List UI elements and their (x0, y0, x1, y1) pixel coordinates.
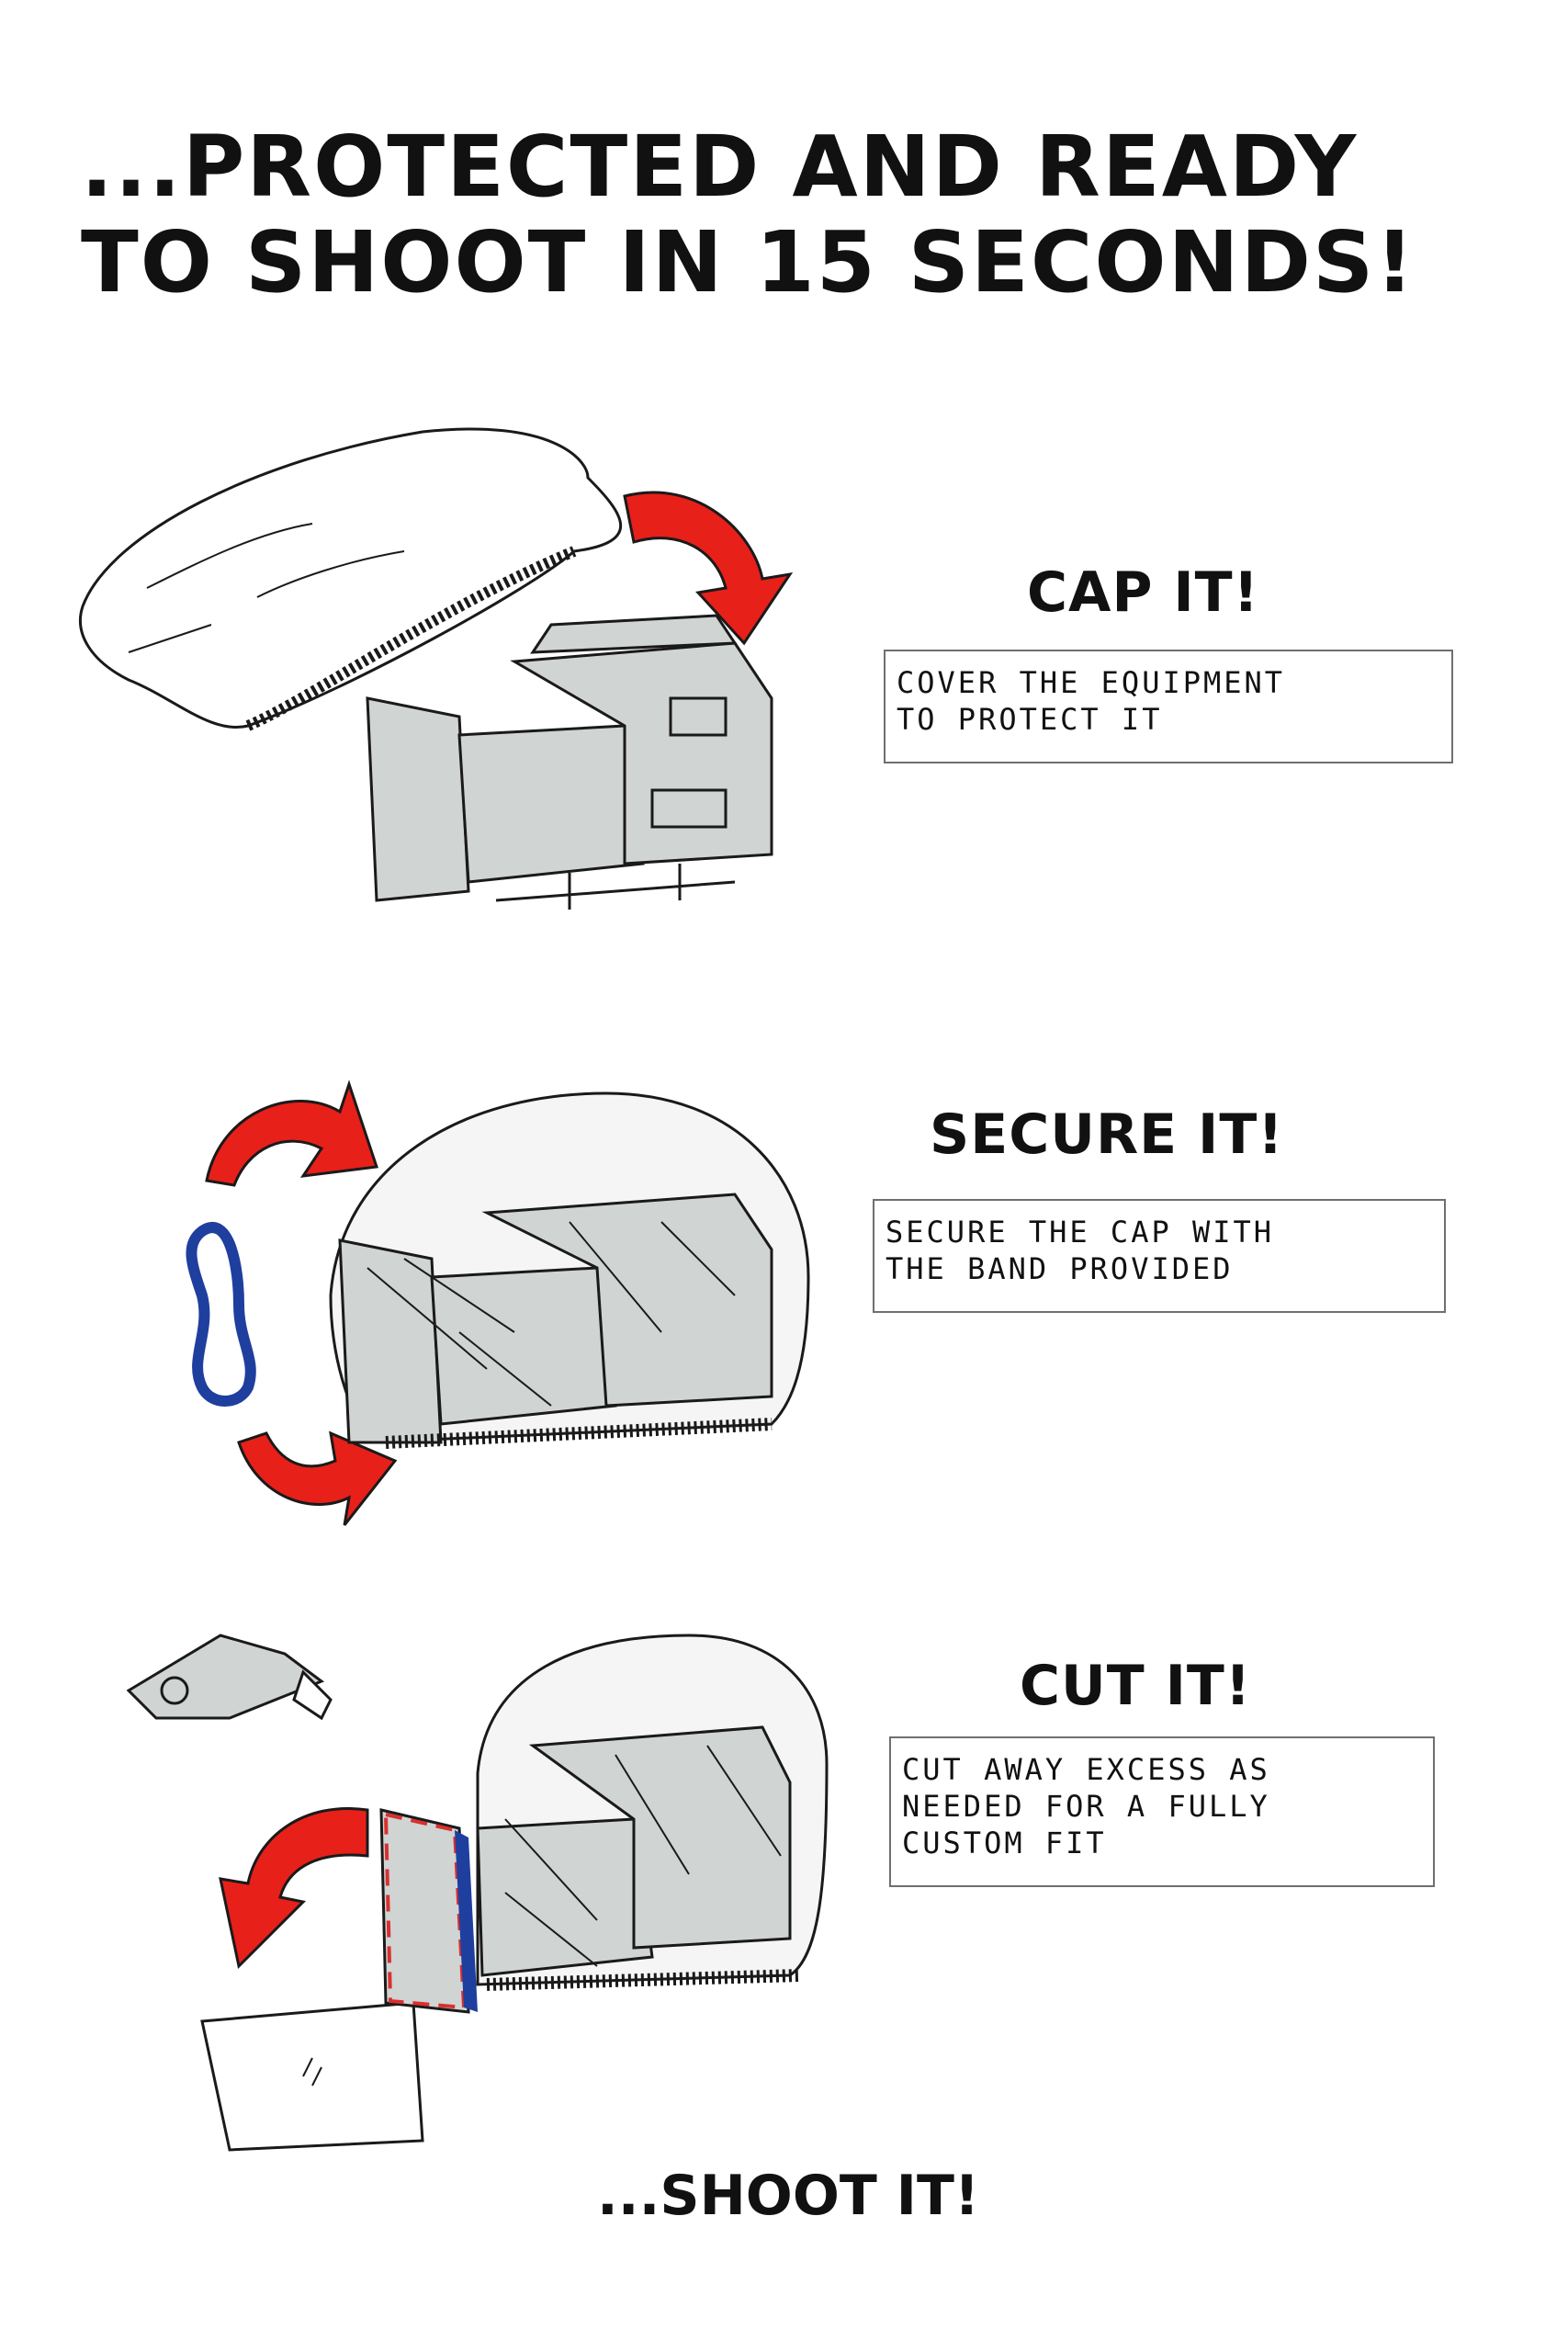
cut-sheet-icon (200, 2001, 424, 2152)
headline-line-1: ...PROTECTED AND READY (81, 118, 1359, 216)
step1-description-box: COVER THE EQUIPMENT TO PROTECT IT (884, 650, 1453, 763)
step3-description-line: NEEDED FOR A FULLY (902, 1789, 1270, 1824)
step1-illustration (78, 427, 794, 910)
step2-description-box: SECURE THE CAP WITH THE BAND PROVIDED (873, 1199, 1446, 1313)
rain-cap-icon (78, 427, 623, 731)
curved-arrow-icon (205, 1080, 379, 1187)
step3-title: CUT IT! (1020, 1654, 1252, 1718)
camera-icon (329, 1091, 810, 1449)
step3-description-box: CUT AWAY EXCESS AS NEEDED FOR A FULLY CU… (889, 1736, 1435, 1887)
step2-illustration (186, 1080, 810, 1526)
step1-description-line: TO PROTECT IT (897, 702, 1163, 737)
step1-title: CAP IT! (1027, 560, 1259, 625)
camera-icon (366, 614, 773, 910)
headline-line-2: TO SHOOT IN 15 SECONDS! (81, 213, 1416, 311)
page-headline: ...PROTECTED AND READY TO SHOOT IN 15 SE… (81, 119, 1514, 311)
elastic-band-icon (186, 1222, 256, 1407)
step3-illustration (126, 1634, 829, 2152)
utility-knife-icon (126, 1634, 333, 1721)
step2-description-line: SECURE THE CAP WITH (886, 1215, 1275, 1250)
step2-title: SECURE IT! (930, 1102, 1284, 1167)
step3-description-line: CUT AWAY EXCESS AS (902, 1752, 1270, 1787)
step2-description-line: THE BAND PROVIDED (886, 1251, 1234, 1286)
camera-icon (379, 1634, 829, 2014)
footer-callout: ...SHOOT IT! (597, 2164, 980, 2228)
curved-arrow-icon (219, 1807, 369, 1970)
curved-arrow-icon (623, 491, 794, 646)
step3-description-line: CUSTOM FIT (902, 1826, 1107, 1860)
step1-description-line: COVER THE EQUIPMENT (897, 665, 1286, 700)
curved-arrow-icon (237, 1430, 398, 1526)
